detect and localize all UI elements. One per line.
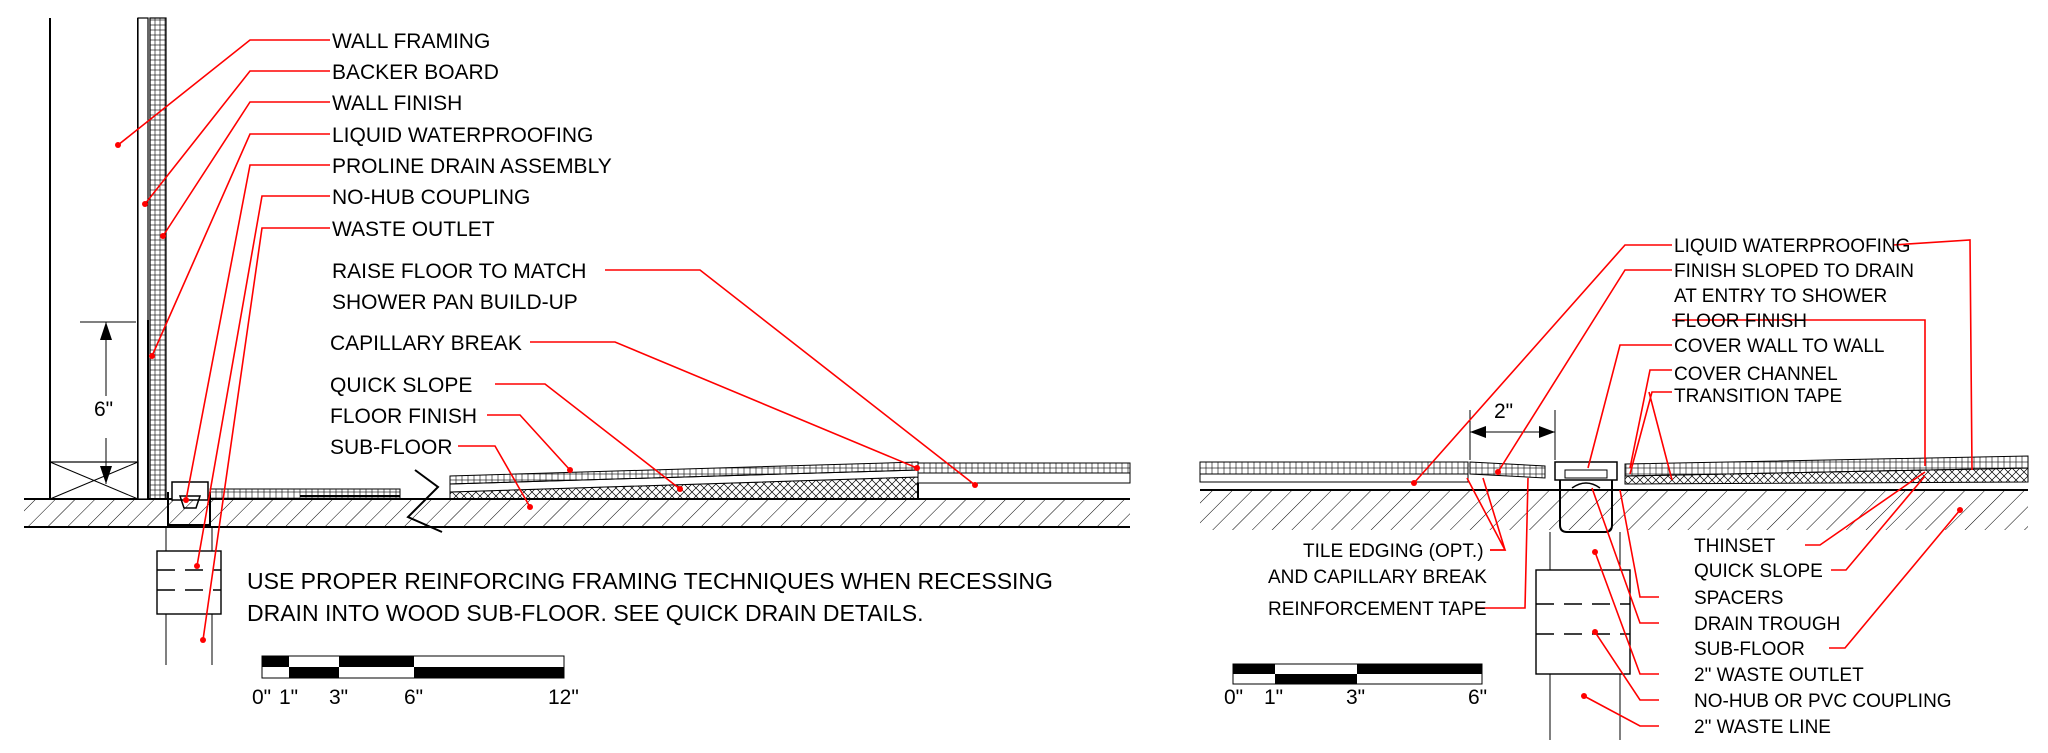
pvc-coupling bbox=[1535, 569, 1631, 675]
left-detail: 6" bbox=[24, 17, 1131, 709]
right-subfloor-hatch bbox=[1200, 490, 2028, 530]
label-backer-board: BACKER BOARD bbox=[332, 61, 499, 84]
label-transition-tape: TRANSITION TAPE bbox=[1674, 386, 1842, 407]
note-line-2: DRAIN INTO WOOD SUB-FLOOR. SEE QUICK DRA… bbox=[247, 600, 923, 626]
label-raise-floor-line2: SHOWER PAN BUILD-UP bbox=[332, 291, 578, 314]
left-scale-bar: 0" 1" 3" 6" 12" bbox=[252, 655, 579, 709]
label-drain-trough: DRAIN TROUGH bbox=[1694, 614, 1840, 635]
label-sub-floor-right: SUB-FLOOR bbox=[1694, 639, 1805, 660]
wall-finish-tile bbox=[149, 17, 167, 500]
label-cover-wall-to-wall: COVER WALL TO WALL bbox=[1674, 336, 1884, 357]
right-scale-bar: 0" 1" 3" 6" bbox=[1224, 663, 1487, 709]
label-2in-waste-outlet: 2" WASTE OUTLET bbox=[1694, 665, 1864, 686]
right-scale-tick-1: 1" bbox=[1264, 686, 1283, 709]
no-hub-coupling bbox=[156, 550, 222, 615]
right-scale-tick-0: 0" bbox=[1224, 686, 1243, 709]
floor-finish-tile-sloped bbox=[449, 461, 919, 485]
label-capillary-break: CAPILLARY BREAK bbox=[330, 332, 522, 355]
label-2in-waste-line: 2" WASTE LINE bbox=[1694, 717, 1831, 738]
label-finish-sloped-line1: FINISH SLOPED TO DRAIN bbox=[1674, 261, 1914, 282]
label-tile-edging: TILE EDGING (OPT.) bbox=[1303, 541, 1484, 562]
label-sub-floor-left: SUB-FLOOR bbox=[330, 436, 453, 459]
scale-tick-0: 0" bbox=[252, 686, 271, 709]
label-raise-floor-line1: RAISE FLOOR TO MATCH bbox=[332, 260, 586, 283]
floor-break-line bbox=[406, 469, 443, 533]
label-floor-finish-left: FLOOR FINISH bbox=[330, 405, 477, 428]
label-and-capillary-break: AND CAPILLARY BREAK bbox=[1268, 567, 1487, 588]
left-leaders bbox=[115, 39, 978, 643]
label-quick-slope-right: QUICK SLOPE bbox=[1694, 561, 1823, 582]
label-reinforcement-tape: REINFORCEMENT TAPE bbox=[1268, 599, 1487, 620]
label-finish-sloped-line2: AT ENTRY TO SHOWER bbox=[1674, 286, 1887, 307]
right-scale-tick-6: 6" bbox=[1468, 686, 1487, 709]
label-cover-channel: COVER CHANNEL bbox=[1674, 364, 1838, 385]
label-liquid-waterproofing-left: LIQUID WATERPROOFING bbox=[332, 124, 593, 147]
label-wall-finish: WALL FINISH bbox=[332, 92, 462, 115]
left-subfloor-hatch bbox=[24, 499, 1130, 527]
label-waste-outlet: WASTE OUTLET bbox=[332, 218, 495, 241]
right-leaders bbox=[1411, 239, 1973, 727]
scale-tick-3: 3" bbox=[329, 686, 348, 709]
drain-trough bbox=[1559, 478, 1613, 533]
label-no-hub-coupling: NO-HUB COUPLING bbox=[332, 186, 530, 209]
label-quick-slope-left: QUICK SLOPE bbox=[330, 374, 472, 397]
scale-tick-12: 12" bbox=[548, 686, 579, 709]
right-detail: 2" bbox=[1199, 236, 2029, 740]
right-dimension-2in: 2" bbox=[1494, 400, 1513, 423]
note-line-1: USE PROPER REINFORCING FRAMING TECHNIQUE… bbox=[247, 568, 1053, 594]
right-quick-slope bbox=[1624, 467, 2029, 485]
backer-board bbox=[137, 17, 149, 500]
label-wall-framing: WALL FRAMING bbox=[332, 30, 490, 53]
label-liquid-waterproofing-right: LIQUID WATERPROOFING bbox=[1674, 236, 1910, 257]
label-spacers: SPACERS bbox=[1694, 588, 1783, 609]
label-no-hub-or-pvc-coupling: NO-HUB OR PVC COUPLING bbox=[1694, 691, 1952, 712]
left-dimension-6in: 6" bbox=[94, 398, 113, 421]
scale-tick-6: 6" bbox=[404, 686, 423, 709]
scale-tick-1: 1" bbox=[279, 686, 298, 709]
label-thinset: THINSET bbox=[1694, 536, 1776, 557]
proline-drain-body bbox=[167, 492, 211, 526]
label-floor-finish-right: FLOOR FINISH bbox=[1674, 311, 1807, 332]
label-proline-drain-assembly: PROLINE DRAIN ASSEMBLY bbox=[332, 155, 612, 178]
right-scale-tick-3: 3" bbox=[1346, 686, 1365, 709]
